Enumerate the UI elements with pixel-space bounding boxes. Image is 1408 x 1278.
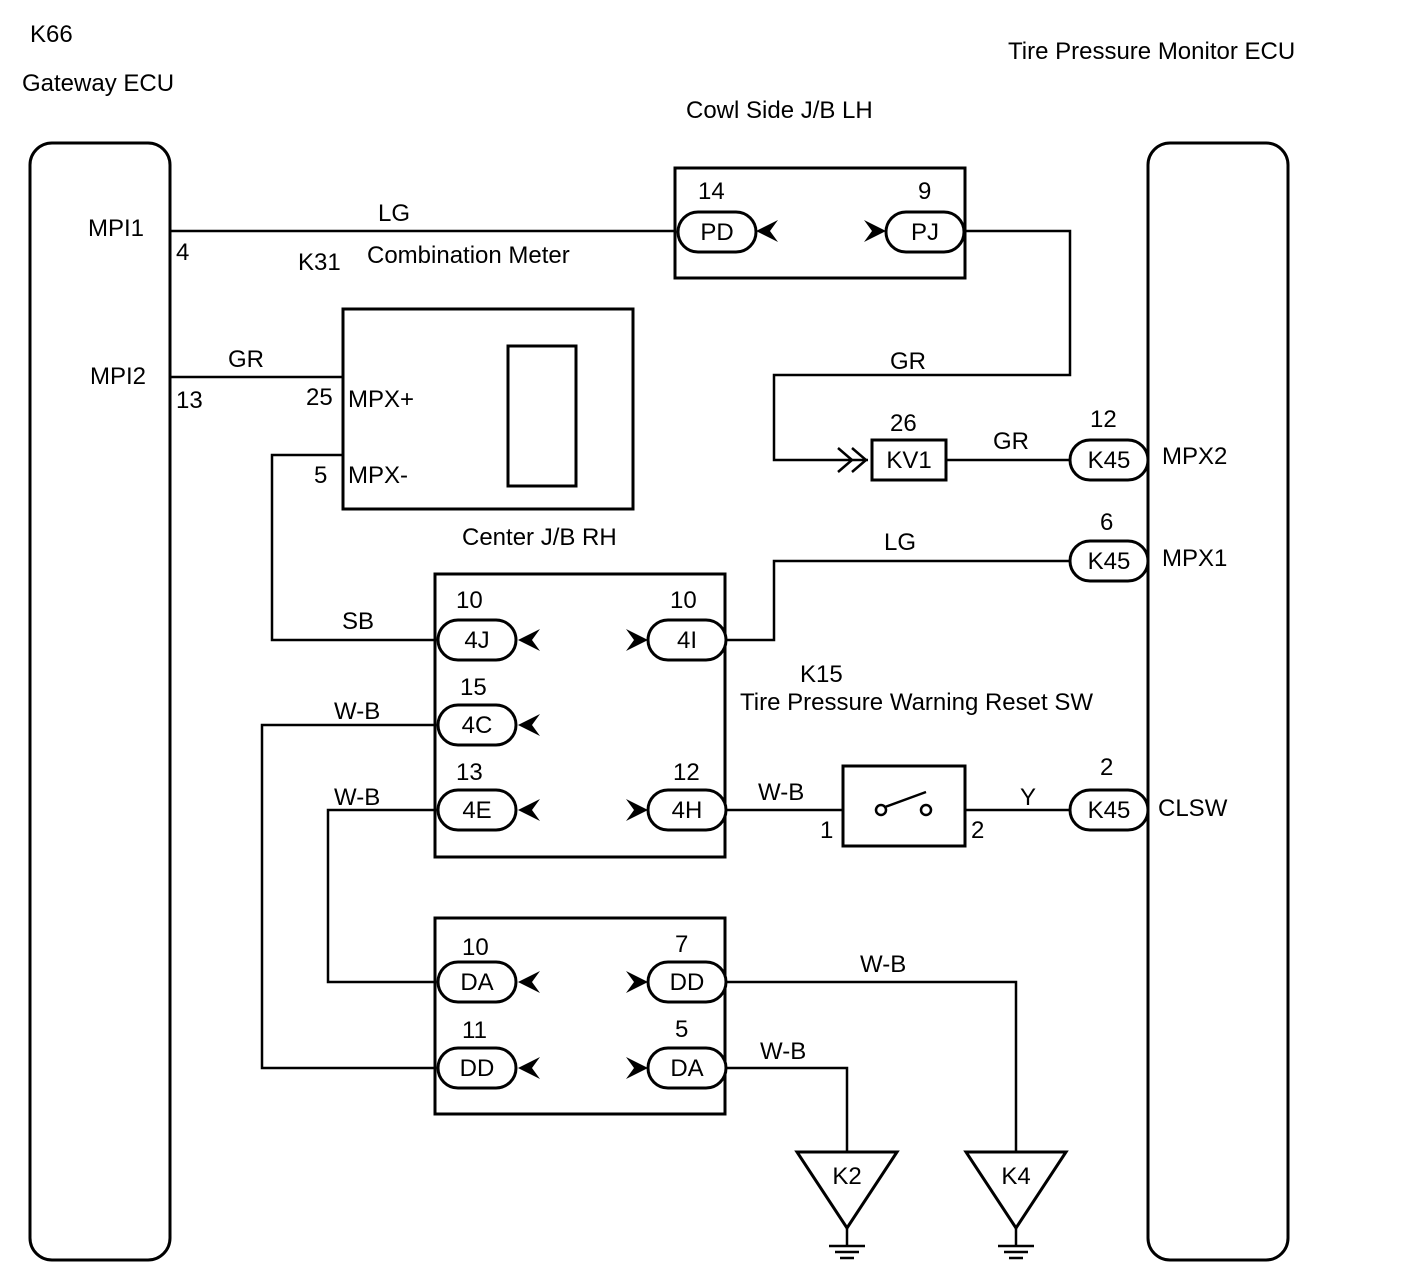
ground-icon bbox=[998, 1244, 1034, 1260]
meter-module bbox=[506, 344, 578, 488]
ground-k2: K2 bbox=[794, 1150, 900, 1260]
terminal-num: 10 bbox=[456, 587, 483, 614]
connector-4c-label: 4C bbox=[462, 712, 493, 739]
terminal-num: 10 bbox=[462, 934, 489, 961]
wire-label-wb: W-B bbox=[860, 951, 906, 978]
cowl-jb-title: Cowl Side J/B LH bbox=[686, 97, 873, 124]
pin-num-12: 12 bbox=[1090, 406, 1117, 433]
tpm-ecu-connectors: 12 K45 MPX2 6 K45 MPX1 2 K45 CLSW bbox=[1068, 406, 1228, 832]
junction-kv1: 26 KV1 bbox=[837, 410, 948, 482]
junction-block-lower: 10 7 DA DD 11 5 DD DA bbox=[433, 916, 728, 1116]
switch-contact-icon bbox=[884, 790, 927, 809]
connector-k45 bbox=[1068, 788, 1150, 832]
terminal-num-14: 14 bbox=[698, 178, 725, 205]
ground-k2-label: K2 bbox=[832, 1163, 861, 1190]
connector-dd-label: DD bbox=[460, 1055, 495, 1082]
pin-num-5: 5 bbox=[314, 462, 327, 489]
connector-4j bbox=[436, 618, 518, 662]
connector-4e bbox=[436, 788, 518, 832]
connector-pd-label: PD bbox=[700, 219, 733, 246]
connector-4j-label: 4J bbox=[464, 627, 489, 654]
combination-meter: 25 MPX+ 5 MPX- bbox=[306, 307, 635, 511]
terminal-num-9: 9 bbox=[918, 178, 931, 205]
pin-num-2: 2 bbox=[1100, 754, 1113, 781]
pin-mpx-plus: MPX+ bbox=[348, 386, 414, 413]
pin-mpx2: MPX2 bbox=[1162, 443, 1227, 470]
male-terminal-icon bbox=[851, 447, 868, 473]
pin-num-4: 4 bbox=[176, 239, 189, 266]
gateway-ecu-body bbox=[28, 141, 172, 1262]
gateway-code: K66 bbox=[30, 21, 73, 48]
meter-title: Combination Meter bbox=[367, 242, 570, 269]
wire-label-wb: W-B bbox=[334, 698, 380, 725]
connector-4h-label: 4H bbox=[672, 797, 703, 824]
terminal-num: 11 bbox=[462, 1017, 487, 1044]
center-jb-title: Center J/B RH bbox=[462, 524, 617, 551]
connector-pd bbox=[676, 210, 758, 254]
male-terminal-icon bbox=[837, 447, 854, 473]
junction-block-upper: 10 10 4J 4I 15 4C 13 12 4E 4H bbox=[433, 572, 728, 859]
ground-k4-label: K4 bbox=[1001, 1163, 1030, 1190]
cowl-side-jb: 14 9 PD PJ bbox=[673, 166, 967, 280]
connector-k45-label: K45 bbox=[1088, 548, 1131, 575]
gateway-title: Gateway ECU bbox=[22, 70, 174, 97]
wire-label-lg: LG bbox=[378, 200, 410, 227]
connector-dd-label: DD bbox=[670, 969, 705, 996]
pin-num-25: 25 bbox=[306, 384, 333, 411]
connector-pj bbox=[884, 210, 966, 254]
reset-switch: 1 2 bbox=[820, 764, 984, 848]
pin-mpi1: MPI1 bbox=[88, 215, 144, 242]
wire-label-wb: W-B bbox=[760, 1038, 806, 1065]
terminal-num-26: 26 bbox=[890, 410, 917, 437]
tpm-ecu-body bbox=[1146, 141, 1290, 1262]
pin-mpx1: MPX1 bbox=[1162, 545, 1227, 572]
connector-da bbox=[436, 960, 518, 1004]
wire-label-sb: SB bbox=[342, 608, 374, 635]
switch-code: K15 bbox=[800, 661, 843, 688]
connector-pj-label: PJ bbox=[911, 219, 939, 246]
pin-num-13: 13 bbox=[176, 387, 203, 414]
connector-4h bbox=[646, 788, 728, 832]
connector-k45-label: K45 bbox=[1088, 447, 1131, 474]
connector-da-label: DA bbox=[670, 1055, 703, 1082]
connector-4i bbox=[646, 618, 728, 662]
terminal-num: 12 bbox=[673, 759, 700, 786]
connector-k45-label: K45 bbox=[1088, 797, 1131, 824]
connector-4c bbox=[436, 703, 518, 747]
wire-label-gr: GR bbox=[228, 346, 264, 373]
pin-mpi2: MPI2 bbox=[90, 363, 146, 390]
kv1-label: KV1 bbox=[886, 447, 931, 474]
connector-4e-label: 4E bbox=[462, 797, 491, 824]
connector-dd bbox=[646, 960, 728, 1004]
terminal-num: 5 bbox=[675, 1016, 688, 1043]
terminal-num: 13 bbox=[456, 759, 483, 786]
connector-da-label: DA bbox=[460, 969, 493, 996]
meter-code: K31 bbox=[298, 249, 341, 276]
connector-da bbox=[646, 1046, 728, 1090]
wire-label-gr: GR bbox=[890, 348, 926, 375]
connector-dd bbox=[436, 1046, 518, 1090]
terminal-num: 10 bbox=[670, 587, 697, 614]
wire-label-wb: W-B bbox=[758, 779, 804, 806]
ground-icon bbox=[829, 1244, 865, 1260]
tpm-ecu-title: Tire Pressure Monitor ECU bbox=[1008, 38, 1295, 65]
connector-k45 bbox=[1068, 438, 1150, 482]
wire-label-lg: LG bbox=[884, 529, 916, 556]
switch-title: Tire Pressure Warning Reset SW bbox=[740, 689, 1093, 716]
wire-label-y: Y bbox=[1020, 784, 1036, 811]
switch-pin-2: 2 bbox=[971, 817, 984, 844]
pin-clsw: CLSW bbox=[1158, 795, 1228, 822]
pin-num-6: 6 bbox=[1100, 509, 1113, 536]
connector-4i-label: 4I bbox=[677, 627, 697, 654]
ground-k4: K4 bbox=[963, 1150, 1069, 1260]
pin-mpx-minus: MPX- bbox=[348, 462, 408, 489]
switch-pin-1: 1 bbox=[820, 817, 833, 844]
terminal-num: 15 bbox=[460, 674, 487, 701]
wire-label-gr: GR bbox=[993, 428, 1029, 455]
terminal-num: 7 bbox=[675, 931, 688, 958]
connector-k45 bbox=[1068, 539, 1150, 583]
wire-label-wb: W-B bbox=[334, 784, 380, 811]
